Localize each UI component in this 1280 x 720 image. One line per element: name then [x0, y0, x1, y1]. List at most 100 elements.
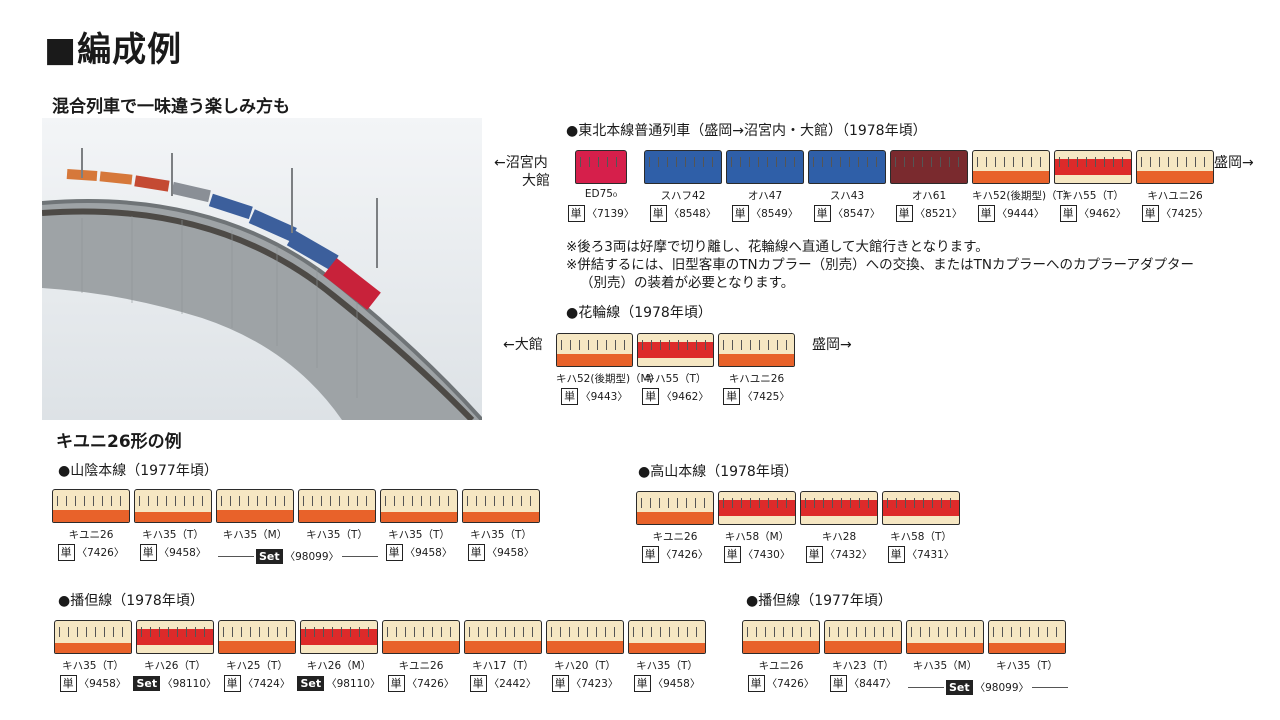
car-livery-band	[743, 641, 819, 653]
product-number: 〈9462〉	[1078, 207, 1127, 220]
car-name: キハ25（T）	[226, 660, 288, 672]
car-product-code: 単〈9458〉	[462, 543, 540, 561]
product-number: 〈98110〉	[326, 677, 381, 690]
single-badge: 単	[649, 204, 667, 222]
single-badge: 単	[551, 674, 569, 692]
hanawa-left-direction: ←大館	[503, 337, 543, 353]
car-product-code: 単〈9458〉	[54, 674, 132, 692]
hanawa-right-direction: 盛岡→	[812, 337, 852, 353]
car-livery-band	[219, 641, 295, 653]
single-badge: 単	[57, 543, 75, 561]
car-name: キハ55（T）	[1062, 190, 1124, 202]
product-number: 〈7426〉	[76, 546, 125, 559]
tohoku-left-direction-2: 大館	[522, 173, 550, 189]
product-number: 〈7425〉	[742, 390, 790, 403]
car-product-code: 単〈8548〉	[644, 204, 722, 222]
bantan78-title: ●播但線（1978年頃）	[58, 593, 204, 609]
car-product-code: 単〈8521〉	[890, 204, 968, 222]
car-body	[800, 491, 878, 525]
car-product-code: 単〈9443〉	[556, 387, 633, 405]
product-number: 〈8549〉	[750, 207, 799, 220]
tohoku-note-2: ※併結するには、旧型客車のTNカプラー（別売）への交換、またはTNカプラーへのカ…	[566, 257, 1194, 273]
car-windows	[223, 627, 291, 637]
set-bracket-line	[342, 555, 378, 557]
car-windows	[551, 627, 619, 637]
tohoku-left-direction: ←沼宮内	[494, 155, 548, 171]
product-number: 〈7430〉	[742, 548, 791, 561]
kiyuni-section-title: キユニ26形の例	[56, 432, 182, 452]
train-car: キハ25（T）単〈7424〉	[218, 620, 296, 692]
tohoku-title: ●東北本線普通列車（盛岡→沼宮内・大館）（1978年頃）	[566, 123, 927, 139]
car-windows	[469, 627, 537, 637]
set-badge: Set	[255, 548, 283, 564]
car-body	[382, 620, 460, 654]
train-car: キハ20（T）単〈7423〉	[546, 620, 624, 692]
car-name: ED75₀	[584, 188, 618, 200]
car-name: キハ35（T）	[470, 529, 532, 541]
photo-illustration	[42, 118, 482, 420]
product-number: 〈7426〉	[660, 548, 709, 561]
single-badge: 単	[59, 674, 77, 692]
set-code: 〈98099〉	[974, 681, 1030, 694]
car-product-code: 単〈8549〉	[726, 204, 804, 222]
product-number: 〈2442〉	[488, 677, 537, 690]
car-name: スハ43	[829, 190, 865, 202]
car-name: キハ26（M）	[306, 660, 372, 672]
car-name: キハ35（T）	[996, 660, 1058, 672]
car-name: キユニ26	[758, 660, 804, 672]
car-windows	[813, 157, 881, 167]
train-car: キハ23（T）単〈8447〉	[824, 620, 902, 692]
car-windows	[911, 627, 979, 637]
product-number: 〈7432〉	[824, 548, 873, 561]
single-badge: 単	[642, 387, 660, 405]
car-body	[136, 620, 214, 654]
set-code: 〈98099〉	[284, 550, 340, 563]
car-livery-band	[989, 643, 1065, 653]
car-body	[718, 333, 795, 367]
train-car: キハ35（T） 単〈9458〉	[54, 620, 132, 692]
product-number: 〈9458〉	[404, 546, 453, 559]
car-name: キハ52(後期型)（T）	[972, 190, 1074, 202]
train-car: キハ58（T）単〈7431〉	[882, 491, 960, 563]
car-body	[636, 491, 714, 525]
hanawa-title: ●花輪線（1978年頃）	[566, 305, 712, 321]
car-windows	[723, 340, 790, 350]
car-product-code: 単〈7432〉	[800, 545, 878, 563]
car-livery-band	[719, 354, 794, 366]
product-number: 〈98110〉	[162, 677, 217, 690]
tohoku-note-1: ※後ろ3両は好摩で切り離し、花輪線へ直通して大館行きとなります。	[566, 239, 989, 255]
car-windows	[633, 627, 701, 637]
car-product-code: 単〈9458〉	[380, 543, 458, 561]
car-windows	[139, 496, 207, 506]
car-livery-band	[907, 643, 983, 653]
car-body	[462, 489, 540, 523]
bantan77-set-group: Set 〈98099〉	[908, 678, 1068, 696]
single-badge: 単	[723, 387, 741, 405]
tohoku-note-3: （別売）の装着が必要となります。	[580, 275, 795, 291]
car-body	[575, 150, 627, 184]
train-car: キハ55（T）単〈9462〉	[637, 333, 714, 405]
product-number: 〈7426〉	[766, 677, 815, 690]
tohoku-right-direction: 盛岡→	[1214, 155, 1254, 171]
car-livery-band	[465, 641, 541, 653]
product-number: 〈7426〉	[406, 677, 455, 690]
car-body	[464, 620, 542, 654]
car-windows	[642, 340, 709, 350]
car-body	[1054, 150, 1132, 184]
car-windows	[303, 496, 371, 506]
set-badge: Set	[297, 675, 325, 691]
car-name: キハ35（T）	[62, 660, 124, 672]
single-badge: 単	[977, 204, 995, 222]
train-car: キハ35（M）	[906, 620, 984, 692]
single-badge: 単	[469, 674, 487, 692]
car-livery-band	[299, 510, 375, 522]
car-name: キハ28	[821, 531, 857, 543]
